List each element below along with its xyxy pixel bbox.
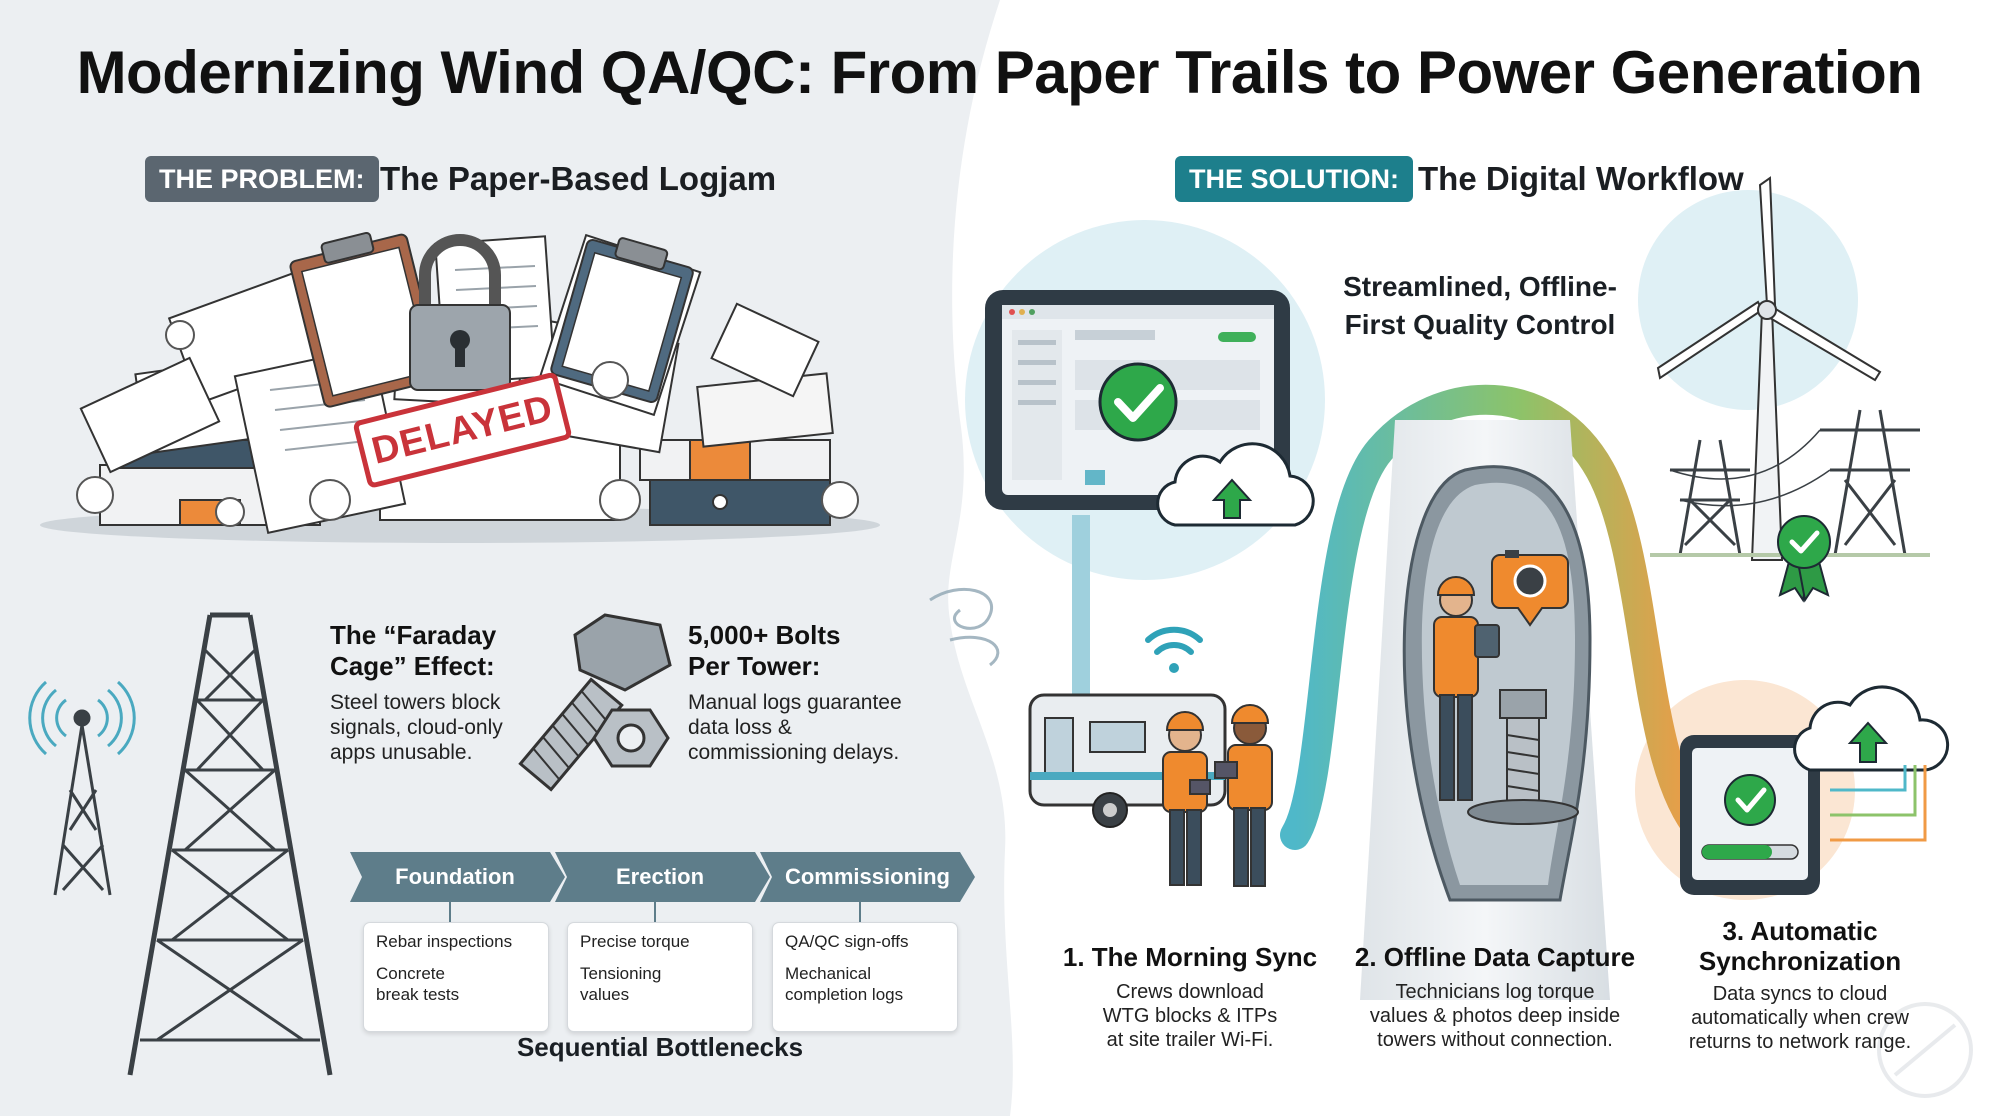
step-body: Data syncs to cloud — [1712, 983, 1888, 1005]
step-title: 1. The Morning Sync — [1062, 942, 1318, 972]
solution-heading: The Digital Workflow — [1418, 160, 1744, 197]
cell-tower-icon — [28, 680, 136, 896]
wifi-icon — [1145, 626, 1203, 673]
callout-body: Steel towers block — [330, 691, 501, 714]
stage-arrows — [350, 852, 975, 922]
step-body: Technicians log torque — [1395, 981, 1595, 1003]
tablet-progress-illustration — [1680, 735, 1820, 895]
step-morning-sync: 1. The Morning Sync Crews download WTG b… — [1040, 942, 1340, 1052]
step-body: at site trailer Wi-Fi. — [1106, 1029, 1274, 1051]
callout-body: apps unusable. — [330, 741, 473, 764]
delayed-stamp — [353, 372, 572, 488]
smoke-wisp — [929, 587, 1000, 667]
step-body: WTG blocks & ITPs — [1102, 1005, 1278, 1027]
sync-connector — [1072, 515, 1090, 705]
faraday-cage-callout: The “Faraday Cage” Effect: Steel towers … — [330, 620, 540, 765]
problem-badge: THE PROBLEM: — [145, 156, 379, 202]
certified-seal-icon — [1777, 515, 1831, 603]
page-title: Modernizing Wind QA/QC: From Paper Trail… — [76, 39, 1923, 106]
task-item: Rebar inspections — [376, 932, 513, 951]
stage-commissioning: Commissioning — [784, 864, 950, 889]
solution-subheading: Streamlined, Offline- First Quality Cont… — [1300, 268, 1660, 344]
task-item: Mechanical — [785, 964, 871, 983]
callout-body: signals, cloud-only — [330, 716, 503, 739]
padlock-icon — [409, 234, 511, 391]
task-item: Tensioning — [580, 964, 662, 983]
callout-title: 5,000+ Bolts — [688, 620, 841, 650]
step-body: automatically when crew — [1691, 1007, 1909, 1029]
step-title: Synchronization — [1698, 946, 1902, 976]
step-title: 2. Offline Data Capture — [1354, 942, 1636, 972]
wind-turbine-illustration — [1656, 176, 1882, 561]
step-offline-capture: 2. Offline Data Capture Technicians log … — [1335, 942, 1655, 1052]
step-body: towers without connection. — [1377, 1029, 1613, 1051]
cloud-upload-icon — [1156, 442, 1315, 527]
task-item: break tests — [376, 985, 460, 1004]
task-item: Concrete — [376, 964, 445, 983]
callout-body: data loss & — [688, 716, 792, 739]
bolts-per-tower-callout: 5,000+ Bolts Per Tower: Manual logs guar… — [688, 620, 938, 765]
subheading-line: Streamlined, Offline- — [1343, 271, 1617, 302]
camera-pin-icon — [1491, 550, 1569, 627]
tablet-checkmark-illustration — [985, 290, 1290, 510]
step-automatic-sync: 3. Automatic Synchronization Data syncs … — [1650, 916, 1950, 1054]
bolt-icon — [518, 613, 672, 792]
callout-body: Manual logs guarantee — [688, 691, 902, 714]
cloud-sync-icon — [1793, 685, 1950, 842]
workflow-connector — [1280, 384, 1715, 850]
subheading-line: First Quality Control — [1344, 309, 1616, 340]
step-title: 3. Automatic — [1722, 916, 1878, 946]
solution-badge: THE SOLUTION: — [1175, 156, 1413, 202]
commissioning-tasks-box: QA/QC sign-offs Mechanical completion lo… — [772, 922, 958, 1032]
turbine-glow-circle — [1638, 190, 1858, 410]
callout-title: The “Faraday — [330, 620, 497, 650]
watermark-icon — [1877, 1002, 1973, 1098]
step-body: returns to network range. — [1688, 1031, 1912, 1053]
erection-tasks-box: Precise torque Tensioning values — [567, 922, 753, 1032]
stage-erection: Erection — [615, 864, 705, 889]
callout-title: Cage” Effect: — [330, 651, 495, 681]
stage-foundation: Foundation — [395, 864, 515, 889]
bottleneck-caption: Sequential Bottlenecks — [516, 1032, 804, 1062]
steel-lattice-tower-illustration — [127, 612, 333, 1076]
task-item: Precise torque — [580, 932, 690, 951]
technicians-illustration — [1162, 704, 1273, 887]
task-item: completion logs — [785, 985, 904, 1004]
task-item: QA/QC sign-offs — [785, 932, 909, 951]
callout-body: commissioning delays. — [688, 741, 900, 764]
foundation-tasks-box: Rebar inspections Concrete break tests — [363, 922, 549, 1032]
step-body: Crews download — [1116, 981, 1264, 1003]
step-body: values & photos deep inside — [1369, 1005, 1621, 1027]
callout-title: Per Tower: — [688, 651, 821, 681]
problem-panel-bg — [0, 0, 1013, 1116]
task-item: values — [580, 985, 630, 1004]
nut-icon — [592, 708, 670, 768]
problem-heading: The Paper-Based Logjam — [380, 160, 777, 197]
turbine-tower-interior-illustration — [1360, 420, 1610, 1000]
